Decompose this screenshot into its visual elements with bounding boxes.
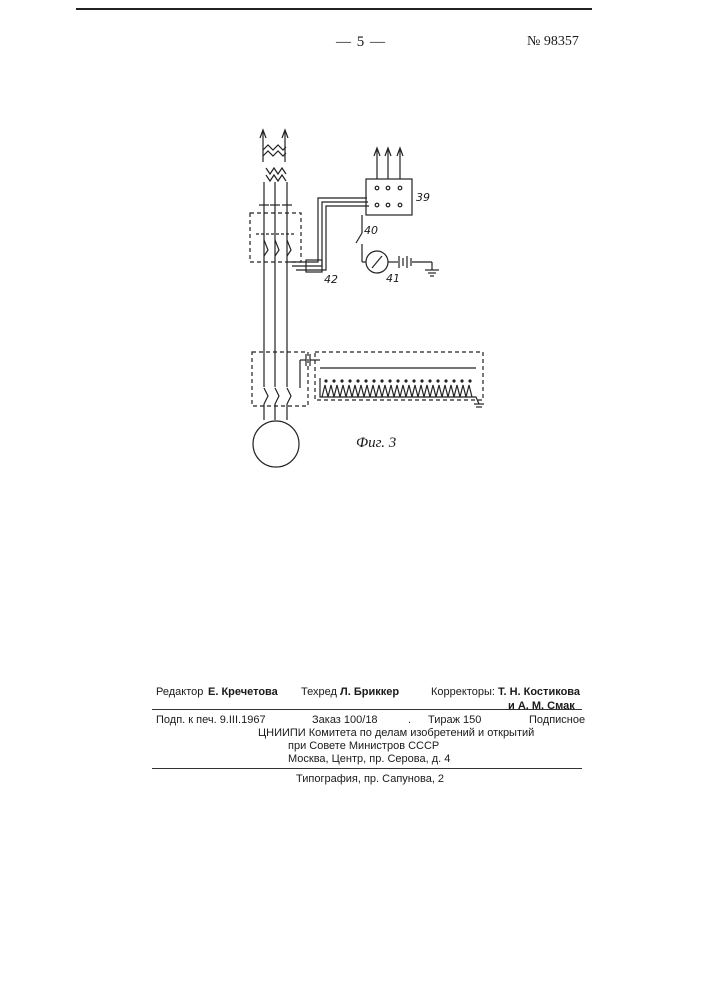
- separator-dot: .: [408, 714, 411, 726]
- corrector-2: и А. М. Смак: [508, 700, 575, 712]
- org-line-1: ЦНИИПИ Комитета по делам изобретений и о…: [258, 727, 534, 739]
- printing-house: Типография, пр. Сапунова, 2: [296, 773, 444, 785]
- figure-caption: Фиг. 3: [356, 435, 396, 452]
- order-number: Заказ 100/18: [312, 714, 378, 726]
- techred-name: Л. Бриккер: [340, 686, 399, 698]
- label-40: 40: [364, 224, 378, 237]
- label-41: 41: [386, 272, 400, 285]
- corrector-1: Т. Н. Костикова: [498, 686, 580, 698]
- circuit-diagram: [0, 0, 707, 480]
- divider-bottom: [152, 768, 582, 769]
- correctors-label: Корректоры:: [431, 686, 495, 698]
- divider-top: [152, 709, 582, 710]
- editor-name: Е. Кречетова: [208, 686, 278, 698]
- org-line-3: Москва, Центр, пр. Серова, д. 4: [288, 753, 450, 765]
- label-39: 39: [416, 191, 430, 204]
- label-42: 42: [324, 273, 338, 286]
- editor-label: Редактор: [156, 686, 203, 698]
- org-line-2: при Совете Министров СССР: [288, 740, 439, 752]
- circulation: Тираж 150: [428, 714, 481, 726]
- subscription: Подписное: [529, 714, 585, 726]
- signed-date: Подп. к печ. 9.III.1967: [156, 714, 266, 726]
- techred-label: Техред: [301, 686, 337, 698]
